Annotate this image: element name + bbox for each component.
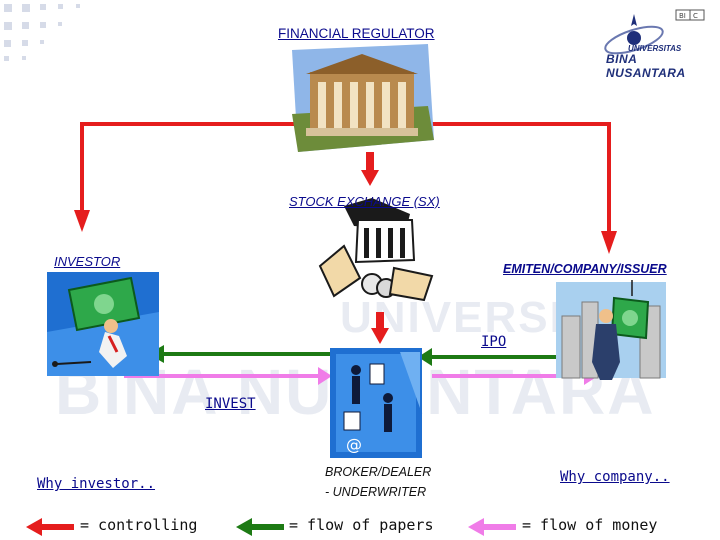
- investor-label: INVESTOR: [54, 254, 121, 269]
- regulator-building-image: [292, 44, 434, 152]
- legend-red-arrow-icon: [26, 518, 74, 536]
- university-logo: BI C: [604, 9, 705, 55]
- controlling-lines: [80, 122, 611, 233]
- ipo-label: IPO: [481, 334, 507, 350]
- legend-controlling-text: = controlling: [80, 516, 198, 534]
- legend-flow-of-money-text: = flow of money: [522, 516, 658, 534]
- red-arrow-shaft-broker: [376, 312, 384, 330]
- pink-arrowhead-broker: [318, 367, 332, 385]
- financial-regulator-label: FINANCIAL REGULATOR: [278, 26, 435, 41]
- legend-pink-arrow-icon: [468, 518, 516, 536]
- svg-text:@: @: [346, 435, 362, 454]
- broker-dealer-text: BROKER/DEALER: [325, 465, 432, 479]
- legend-green-arrow-icon: [236, 518, 284, 536]
- investor-image: [47, 272, 159, 376]
- red-arrow-shaft-sx: [366, 152, 374, 172]
- broker-dealer-underwriter-label: BROKER/DEALER - UNDERWRITER: [325, 462, 431, 502]
- regulator-to-emiten-line: [430, 122, 611, 233]
- invest-label: INVEST: [205, 396, 256, 412]
- regulator-to-investor-line: [80, 122, 305, 213]
- why-investor-link[interactable]: Why investor..: [37, 476, 156, 492]
- why-company-link[interactable]: Why company..: [560, 469, 670, 485]
- svg-text:BI: BI: [679, 12, 686, 20]
- red-arrowhead-emiten: [601, 231, 617, 254]
- broker-dealer-image: @: [330, 348, 422, 458]
- svg-text:C: C: [693, 12, 698, 20]
- red-arrowhead-investor: [74, 210, 90, 232]
- emiten-company-image: [556, 280, 666, 380]
- emiten-company-issuer-label: EMITEN/COMPANY/ISSUER: [503, 262, 667, 276]
- red-arrowhead-broker: [371, 328, 389, 344]
- stock-exchange-image: [318, 198, 434, 302]
- legend-flow-of-papers-text: = flow of papers: [289, 516, 434, 534]
- logo-bina-nusantara-text: BINA NUSANTARA: [606, 52, 686, 80]
- stock-exchange-label: STOCK EXCHANGE (SX): [289, 194, 440, 209]
- underwriter-text: - UNDERWRITER: [325, 485, 427, 499]
- red-arrowhead-sx: [361, 170, 379, 186]
- green-arrowhead-broker: [418, 348, 432, 366]
- logo-universitas-text: UNIVERSITAS: [628, 44, 682, 53]
- dot-pattern-decoration: [4, 4, 80, 61]
